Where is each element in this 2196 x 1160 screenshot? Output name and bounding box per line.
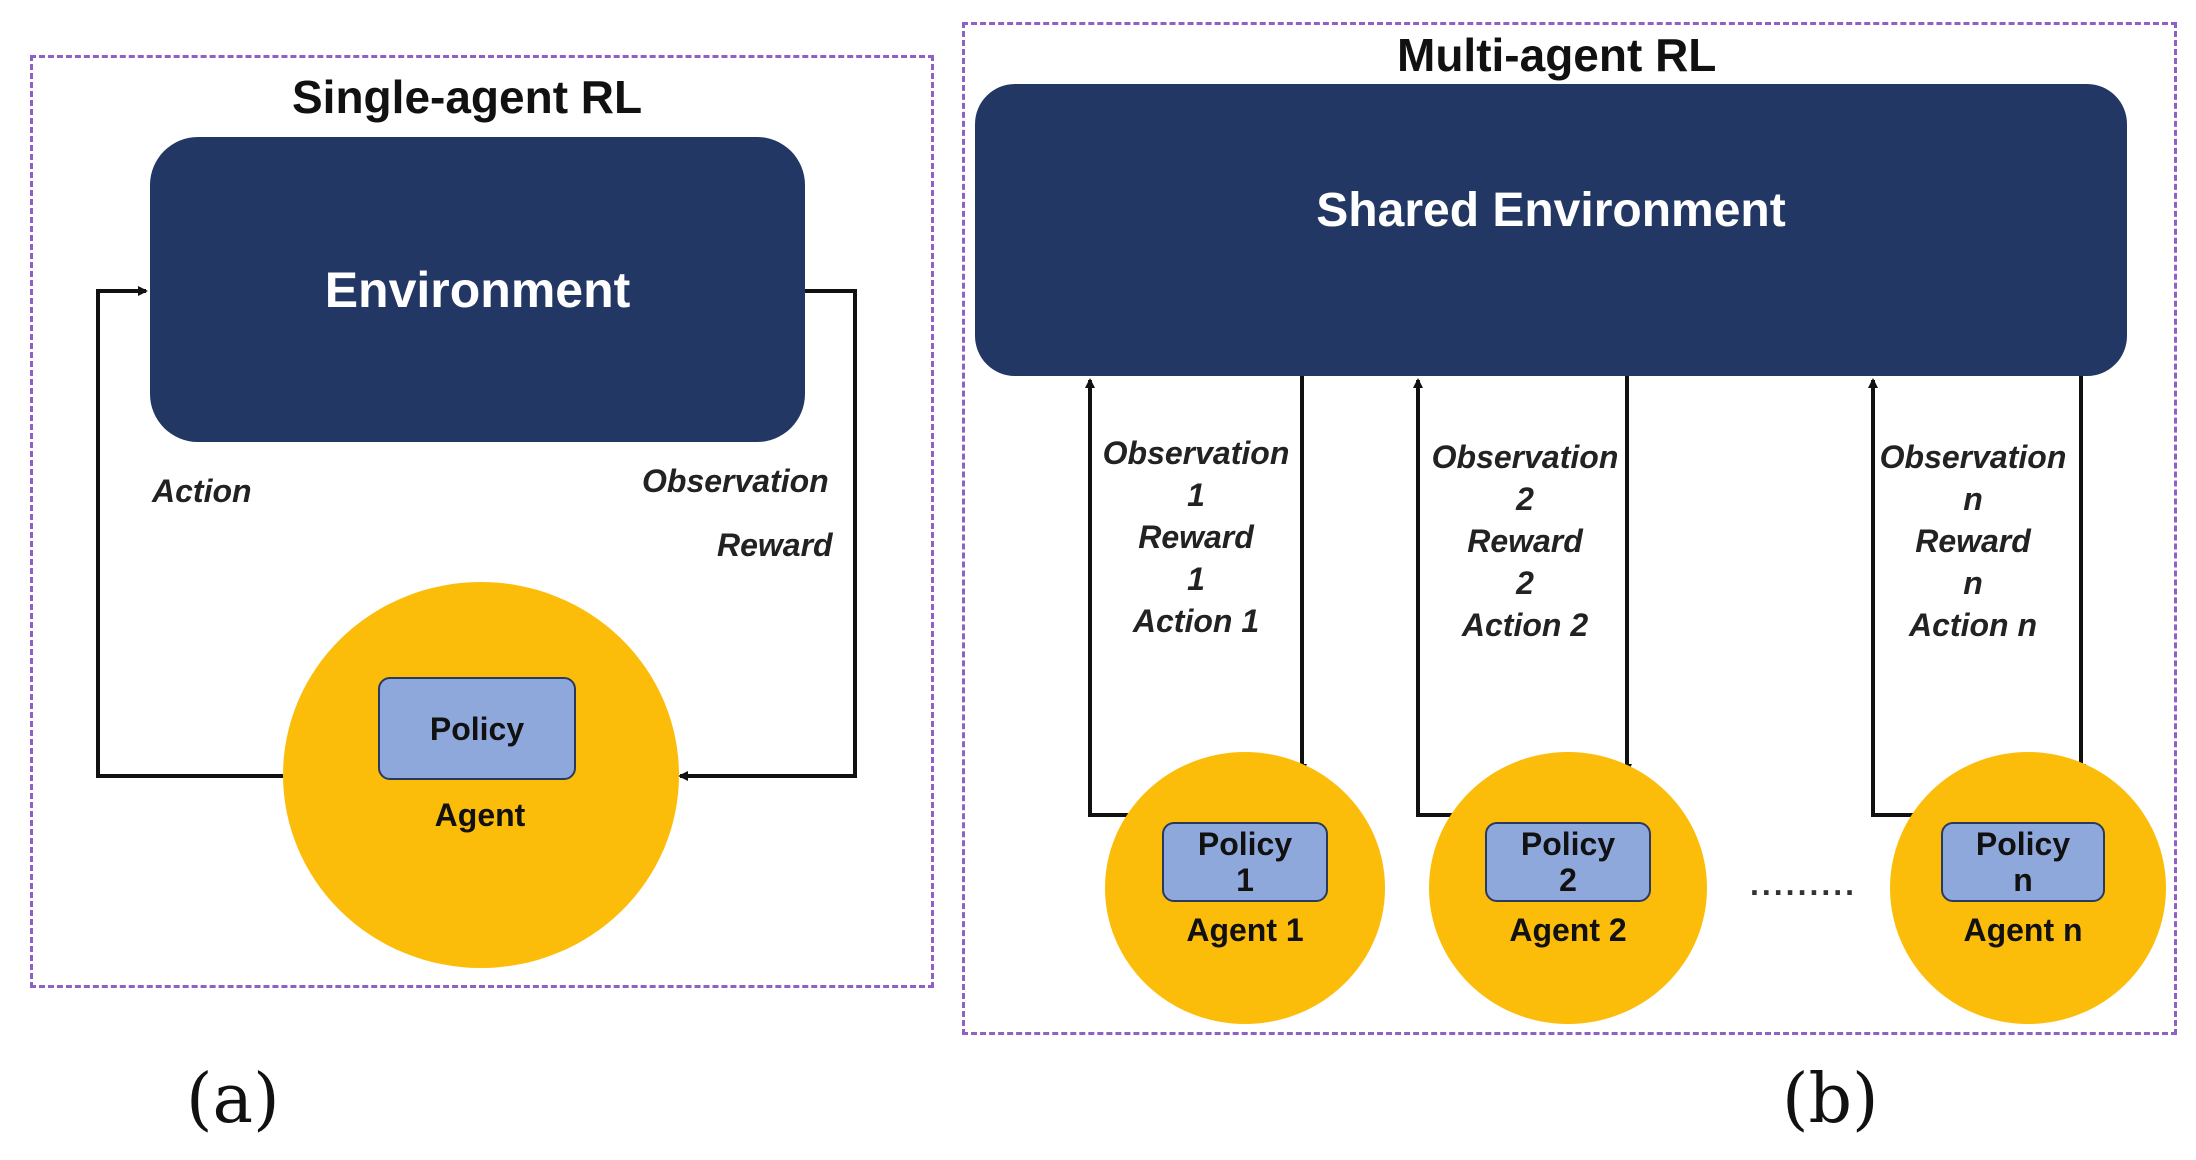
action-n-arrow [1868,378,1920,817]
more-agents-ellipsis: ......... [1750,866,1858,902]
agent-1-label: Agent 1 [1186,912,1304,948]
reward-label: Reward [717,527,833,563]
single-agent-title: Single-agent RL [292,71,643,123]
caption-b: (b) [1782,1060,1879,1139]
environment-box: Environment [150,137,805,442]
agent-n-label: Agent n [1963,912,2083,948]
agent-2-label: Agent 2 [1509,912,1627,948]
observation-label: Observation [642,463,829,499]
policy-n-box: Policy n [1941,822,2105,902]
single-agent-panel [30,55,934,988]
action-arrow [96,286,288,778]
agent-n-signal-labels: Observation n Reward n Action n [1879,439,2067,643]
policy-2-box: Policy 2 [1485,822,1651,902]
action-label: Action [152,473,252,509]
policy-box: Policy [378,677,576,780]
multi-agent-panel [962,22,2177,1035]
action-1-arrow [1085,378,1140,817]
caption-a: (a) [186,1060,280,1139]
multi-agent-title: Multi-agent RL [1397,29,1717,81]
agent-label: Agent [434,797,526,833]
observation-reward-arrow [678,289,857,781]
policy-1-box: Policy 1 [1162,822,1328,902]
shared-environment-box: Shared Environment [975,84,2127,376]
agent-1-signal-labels: Observation 1 Reward 1 Action 1 [1102,435,1290,639]
agent-2-signal-labels: Observation 2 Reward 2 Action 2 [1431,439,1619,643]
action-2-arrow [1413,378,1460,817]
